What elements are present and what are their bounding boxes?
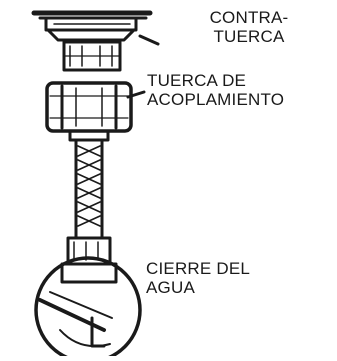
coupling-nut-leader-line (126, 90, 146, 99)
top-flange-part (31, 10, 153, 42)
shutoff-valve-part (34, 256, 142, 361)
label-tuerca-acoplamiento: TUERCA DE ACOPLAMIENTO (147, 71, 284, 109)
contratuerca-leader-line (138, 34, 160, 46)
label-cierre-line2: AGUA (146, 278, 195, 297)
label-contratuerca: CONTRA- TUERCA (194, 8, 304, 46)
label-contratuerca-line2: TUERCA (213, 27, 285, 46)
locknut-part (62, 40, 122, 72)
braided-hose-part (74, 138, 104, 240)
coupling-nut-part (45, 81, 133, 142)
label-tuerca-line1: TUERCA DE (147, 71, 247, 90)
label-cierre-agua: CIERRE DEL AGUA (146, 259, 250, 297)
label-contratuerca-line1: CONTRA- (209, 8, 289, 27)
label-cierre-line1: CIERRE DEL (146, 259, 251, 278)
label-tuerca-line2: ACOPLAMIENTO (147, 90, 285, 109)
